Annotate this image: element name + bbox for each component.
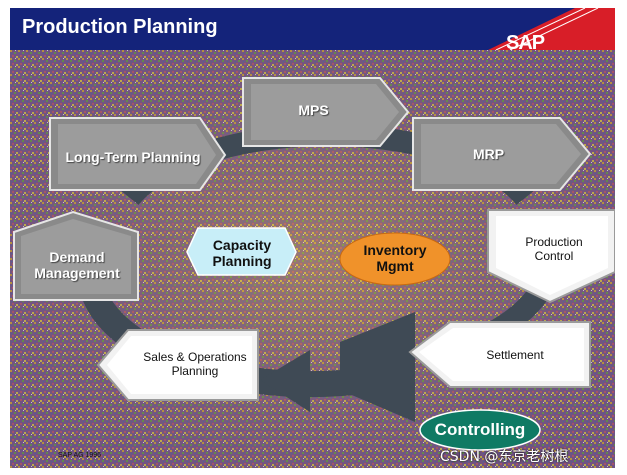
mrp-shape: [412, 117, 592, 191]
watermark: CSDN @东京老树根: [440, 449, 569, 465]
node-sales-operations-planning: Sales & Operations Planning: [143, 350, 247, 378]
production-control-shape: [487, 209, 615, 304]
page-title: Production Planning: [22, 16, 218, 38]
sap-logo: SAP: [506, 32, 545, 54]
diagram-graphics: [10, 50, 615, 468]
node-capacity-planning: Capacity Planning: [212, 236, 272, 269]
diagram-canvas: Long-Term Planning MPS MRP Demand Manage…: [10, 50, 615, 468]
node-production-control: Production Control: [525, 235, 583, 263]
capacity-planning-shape: [186, 227, 297, 276]
node-mps: MPS: [298, 101, 329, 118]
title-bar: Production Planning SAP: [10, 8, 615, 54]
node-settlement: Settlement: [486, 348, 544, 363]
inventory-mgmt-shape: [339, 232, 451, 286]
node-mrp: MRP: [472, 145, 505, 162]
node-long-term-planning: Long-Term Planning: [65, 148, 201, 165]
node-controlling: Controlling: [434, 420, 526, 440]
node-demand-management: Demand Management: [34, 248, 120, 281]
copyright-note: SAP AG 1996: [58, 452, 102, 459]
logo-backdrop: [488, 8, 615, 50]
settlement-shape: [408, 321, 591, 388]
controlling-shape: [419, 409, 541, 451]
sales-ops-planning-shape: [96, 329, 259, 401]
flow-arrowhead: [340, 312, 415, 422]
node-inventory-mgmt: Inventory Mgmt: [363, 241, 427, 274]
long-term-planning-shape: [49, 117, 227, 191]
mps-shape: [242, 77, 410, 147]
demand-management-shape: [13, 210, 139, 301]
